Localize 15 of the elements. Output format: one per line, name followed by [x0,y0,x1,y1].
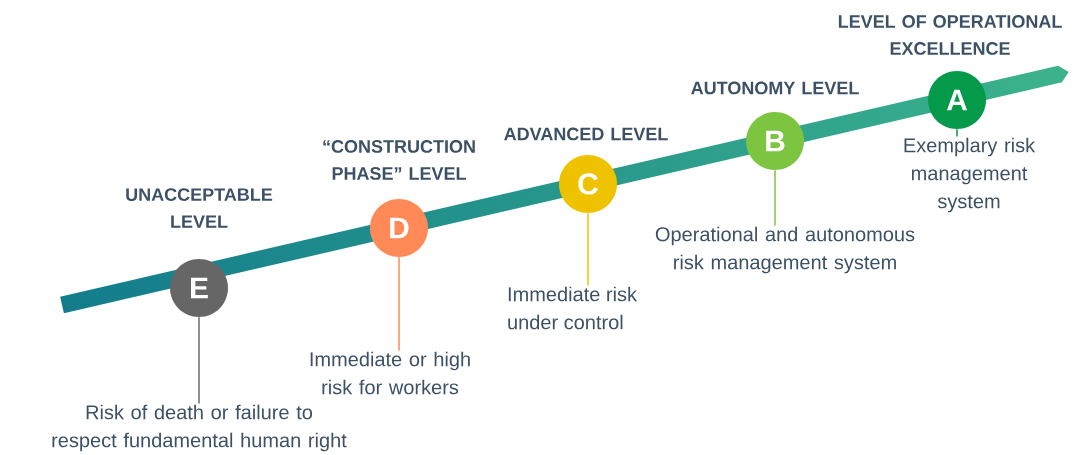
leader-line [398,256,400,352]
level-heading: AUTONOMY LEVEL [691,81,859,95]
level-heading: “CONSTRUCTION PHASE” LEVEL [323,140,475,180]
level-heading: ADVANCED LEVEL [504,127,668,141]
leader-line [587,212,589,287]
description-text: Immediate risk under control [508,286,638,330]
description-text: Exemplary risk management system [904,137,1036,213]
description-text: Operational and autonomous risk management system [655,226,915,274]
leader-line [774,169,776,227]
level-heading: UNACCEPTABLE LEVEL [126,188,273,228]
description-text: Risk of death or failure to respect fundamental human right [52,404,347,452]
description-text: Immediate or high risk for workers [310,351,470,395]
leader-line [956,128,958,138]
level-heading: LEVEL OF OPERATIONAL EXCELLENCE [838,15,1062,55]
leader-line [198,316,200,405]
